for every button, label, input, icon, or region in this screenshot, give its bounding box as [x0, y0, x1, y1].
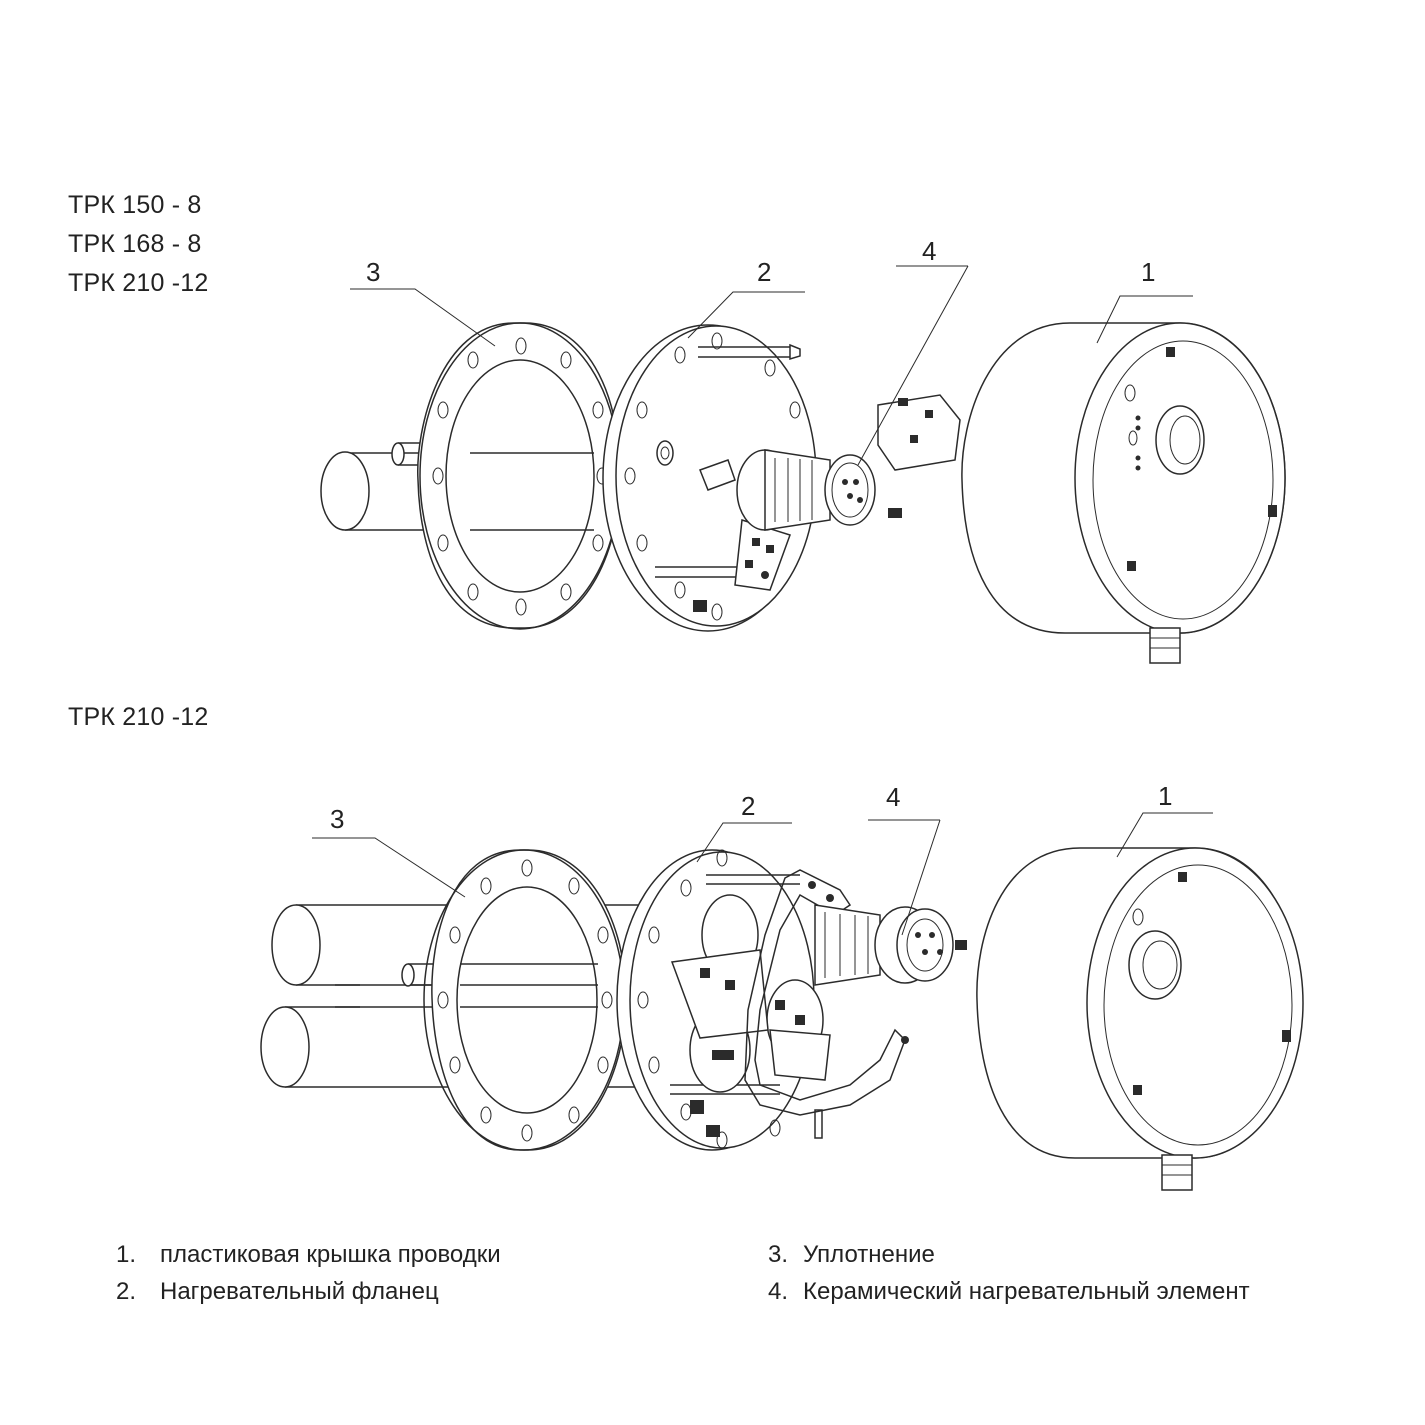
legend-text: Керамический нагревательный элемент — [803, 1278, 1250, 1305]
top-callout-leaders — [350, 266, 1193, 465]
legend-item-4: 4. Керамический нагревательный элемент — [768, 1280, 1250, 1304]
legend-item-2: 2. Нагревательный фланец — [116, 1280, 439, 1304]
legend-text: Уплотнение — [803, 1241, 935, 1268]
bottom-callout-2: 2 — [741, 791, 755, 821]
legend-number: 4. — [768, 1278, 789, 1305]
legend-number: 1. — [116, 1241, 137, 1268]
model-label-bottom: ТРК 210 -12 — [68, 703, 209, 731]
bottom-callout-leaders — [312, 813, 1213, 935]
bottom-callout-3: 3 — [330, 804, 344, 834]
bottom-seal-ring — [424, 850, 626, 1150]
top-assembly: 3 2 4 1 — [321, 236, 1285, 663]
model-label-1: ТРК 150 - 8 — [68, 191, 202, 219]
model-label-2: ТРК 168 - 8 — [68, 230, 202, 258]
bottom-heating-flange — [617, 850, 830, 1150]
bottom-assembly: 3 2 4 1 — [261, 781, 1303, 1190]
legend-item-1: 1. пластиковая крышка проводки — [116, 1243, 501, 1267]
legend-text: Нагревательный фланец — [160, 1278, 439, 1305]
top-callout-1: 1 — [1141, 257, 1155, 287]
bottom-callout-4: 4 — [886, 782, 900, 812]
top-seal-ring — [418, 323, 620, 629]
model-label-3: ТРК 210 -12 — [68, 269, 209, 297]
top-heating-flange — [603, 325, 816, 631]
bottom-seal-bolt-holes — [438, 860, 612, 1141]
top-callout-3: 3 — [366, 257, 380, 287]
bottom-heating-tubes — [261, 905, 640, 1087]
bottom-wiring-cover — [977, 848, 1303, 1190]
legend-number: 3. — [768, 1241, 789, 1268]
legend-item-3: 3. Уплотнение — [768, 1243, 935, 1267]
bottom-ceramic-element — [815, 905, 967, 985]
top-wiring-cover — [962, 323, 1285, 663]
bottom-callout-1: 1 — [1158, 781, 1172, 811]
legend-number: 2. — [116, 1278, 137, 1305]
bottom-flange-bolt-holes — [638, 850, 780, 1148]
top-ceramic-element — [737, 395, 960, 530]
top-callout-4: 4 — [922, 236, 936, 266]
top-flange-bolt-holes — [625, 333, 800, 620]
legend-text: пластиковая крышка проводки — [160, 1241, 501, 1268]
top-callout-2: 2 — [757, 257, 771, 287]
top-seal-bolt-holes — [433, 338, 607, 615]
